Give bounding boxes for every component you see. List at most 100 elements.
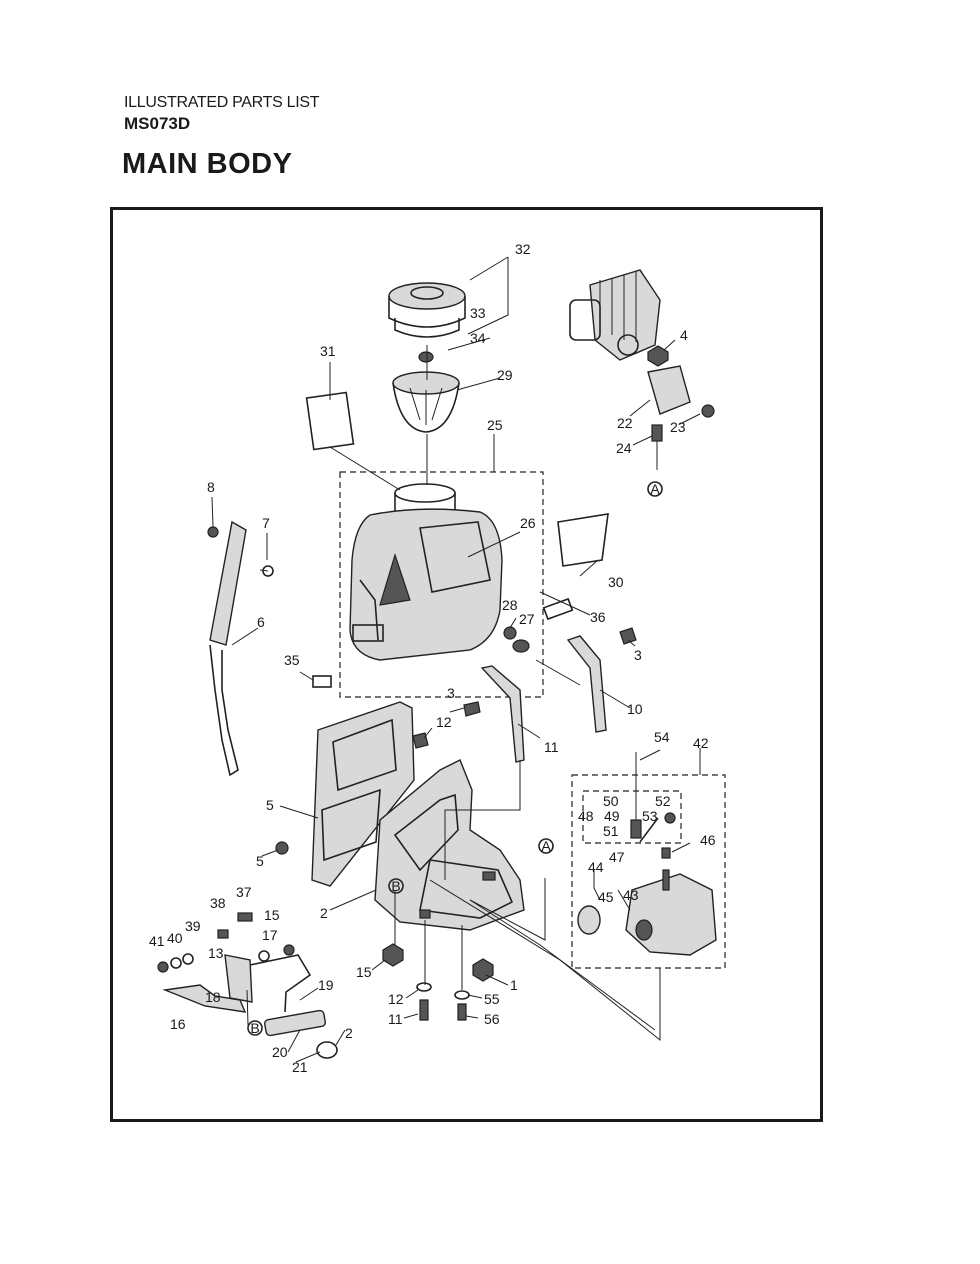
callout-57: 55 xyxy=(484,991,500,1007)
callout-20: 18 xyxy=(205,989,221,1005)
nut-17[interactable] xyxy=(382,943,404,967)
callout-6: 5 xyxy=(256,853,264,869)
bolt-58[interactable] xyxy=(457,1003,467,1021)
callout-29: 27 xyxy=(519,611,535,627)
washer-57[interactable] xyxy=(454,990,470,1000)
engine-unit[interactable] xyxy=(569,269,661,361)
callout-2b: 2 xyxy=(345,1025,353,1041)
callout-56: 54 xyxy=(654,729,670,745)
callout-53: 51 xyxy=(603,823,619,839)
callout-16: 15 xyxy=(264,907,280,923)
callout-23: 21 xyxy=(292,1059,308,1075)
throttle-lever-assembly[interactable] xyxy=(157,912,338,1059)
callout-1: 1 xyxy=(510,977,518,993)
callout-43: 41 xyxy=(149,933,165,949)
callout-58: 56 xyxy=(484,1011,500,1027)
callout-21: 19 xyxy=(318,977,334,993)
svg-text:A: A xyxy=(541,838,551,854)
callout-14: 12 xyxy=(388,991,404,1007)
right-handle[interactable] xyxy=(566,635,607,733)
ref-marker-b1: B xyxy=(388,878,404,894)
callout-54: 52 xyxy=(655,793,671,809)
callout-19: 17 xyxy=(262,927,278,943)
document-type: ILLUSTRATED PARTS LIST xyxy=(124,94,320,111)
callout-48: 46 xyxy=(700,832,716,848)
ref-marker-a2: A xyxy=(538,838,554,854)
callout-9: 8 xyxy=(207,479,215,495)
model-number: MS073D xyxy=(124,114,191,133)
callout-18: 16 xyxy=(170,1016,186,1032)
callout-3a: 3 xyxy=(634,647,642,663)
svg-text:B: B xyxy=(250,1020,259,1036)
callout-13: 11 xyxy=(388,1011,403,1027)
screw-6[interactable] xyxy=(275,841,289,855)
callout-11: 11 xyxy=(544,739,559,755)
tank-strainer[interactable] xyxy=(392,371,460,433)
back-frame[interactable] xyxy=(374,759,525,931)
shoulder-strap[interactable] xyxy=(207,520,274,777)
fuel-valve-box xyxy=(571,774,726,969)
callout-17: 15 xyxy=(356,964,372,980)
engine-bracket[interactable] xyxy=(647,345,715,470)
callout-15: 13 xyxy=(208,945,224,961)
callout-44: 42 xyxy=(693,735,709,751)
svg-text:A: A xyxy=(650,481,660,497)
callout-8: 7 xyxy=(262,515,270,531)
callout-52: 50 xyxy=(603,793,619,809)
callout-38: 36 xyxy=(590,609,606,625)
small-label xyxy=(542,597,574,621)
callout-5: 5 xyxy=(266,797,274,813)
nut-1[interactable] xyxy=(472,958,494,982)
callout-55: 53 xyxy=(642,808,658,824)
sub-assembly-box xyxy=(582,790,682,844)
screw-3b[interactable] xyxy=(463,701,481,717)
callout-7: 6 xyxy=(257,614,265,630)
fuel-cap-seal[interactable] xyxy=(512,639,530,653)
callout-46: 44 xyxy=(588,859,604,875)
fuel-valve-assembly[interactable] xyxy=(577,752,717,956)
callout-40: 38 xyxy=(210,895,226,911)
screw-12[interactable] xyxy=(412,732,429,749)
callout-3b: 3 xyxy=(447,685,455,701)
callout-31: 29 xyxy=(497,367,513,383)
callout-28: 26 xyxy=(520,515,536,531)
callout-45: 43 xyxy=(623,887,639,903)
callout-47: 45 xyxy=(598,889,614,905)
tank-label xyxy=(312,675,332,688)
callout-50: 48 xyxy=(578,808,594,824)
callout-30: 28 xyxy=(502,597,518,613)
callout-33: 31 xyxy=(320,343,336,359)
callout-24: 22 xyxy=(617,415,633,431)
callout-12: 12 xyxy=(436,714,452,730)
back-pad[interactable] xyxy=(311,701,415,887)
callout-32: 30 xyxy=(608,574,624,590)
fuel-tank[interactable] xyxy=(349,483,503,661)
bolt-13[interactable] xyxy=(419,999,429,1021)
callout-36: 34 xyxy=(470,330,486,346)
left-handle[interactable] xyxy=(480,665,525,763)
side-label xyxy=(557,513,609,567)
diagram-frame xyxy=(110,207,823,1122)
svg-text:B: B xyxy=(391,878,400,894)
washer-14[interactable] xyxy=(416,982,432,992)
tank-cap[interactable] xyxy=(388,282,466,363)
callout-27: 25 xyxy=(487,417,503,433)
callout-10: 10 xyxy=(627,701,643,717)
callout-2a: 2 xyxy=(320,905,328,921)
leader-lines xyxy=(211,256,701,1063)
ref-marker-a1: A xyxy=(647,481,663,497)
callout-37: 35 xyxy=(284,652,300,668)
callout-35: 33 xyxy=(470,305,486,321)
tank-assembly-box xyxy=(339,471,544,698)
grommet[interactable] xyxy=(503,626,517,640)
callout-39: 37 xyxy=(236,884,252,900)
callout-51: 49 xyxy=(604,808,620,824)
callout-labels: 32 33 34 31 29 25 4 22 23 24 8 7 26 30 2… xyxy=(149,241,716,1075)
section-title: MAIN BODY xyxy=(122,148,293,180)
callout-41: 39 xyxy=(185,918,201,934)
screw-3a[interactable] xyxy=(619,627,637,645)
callout-4: 4 xyxy=(680,327,688,343)
callout-22: 20 xyxy=(272,1044,288,1060)
callout-42: 40 xyxy=(167,930,183,946)
